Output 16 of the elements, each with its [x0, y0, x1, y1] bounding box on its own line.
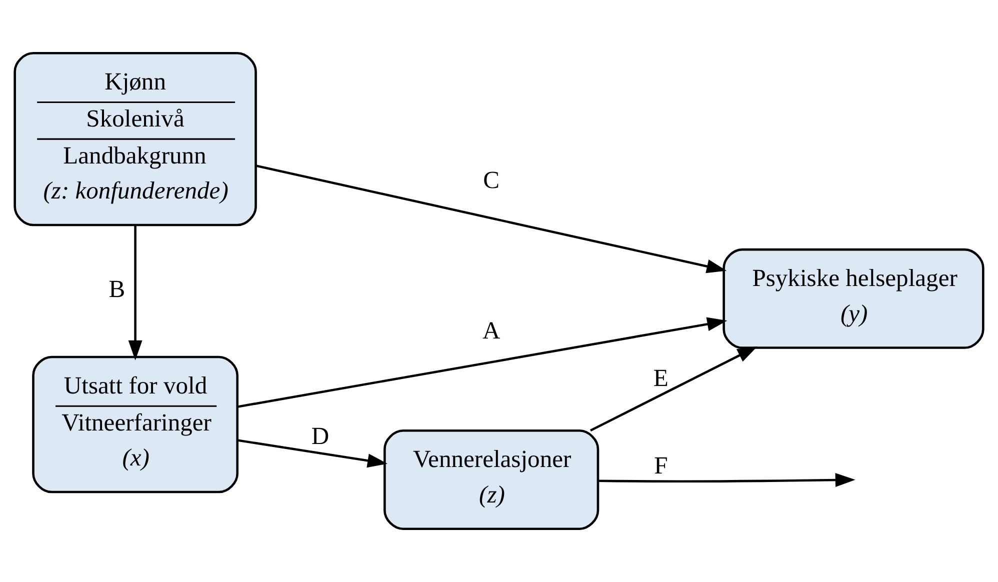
edge-label: C — [483, 166, 500, 194]
arrow — [598, 473, 856, 487]
edge-label: E — [653, 364, 668, 392]
edge-label: A — [482, 317, 500, 344]
arrow — [590, 346, 758, 432]
edge-label: B — [108, 276, 126, 303]
node-box: Kjønn Skolenivå Landbakgrunn (z: konfunderende) — [14, 52, 257, 226]
arrow — [238, 317, 728, 408]
edge-label: D — [311, 423, 330, 450]
arrow — [128, 225, 142, 360]
edge-label: F — [654, 452, 668, 480]
node-box: Vennerelasjoner (z) — [384, 430, 600, 530]
arrow — [256, 164, 727, 274]
node-box: Psykiske helseplager (y) — [722, 248, 984, 349]
node-box: Utsatt for vold Vitneerfaringer (x) — [32, 356, 238, 494]
arrow — [237, 439, 388, 468]
